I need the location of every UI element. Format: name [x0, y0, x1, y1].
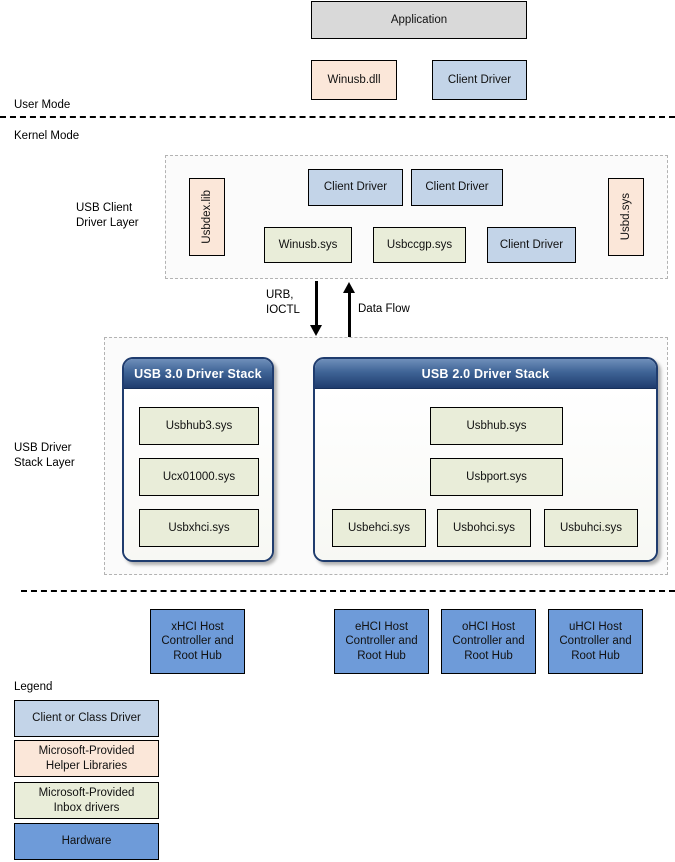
usbport-sys-box: Usbport.sys	[430, 458, 563, 496]
usbccgp-sys-label: Usbccgp.sys	[386, 238, 453, 251]
usbhub-sys-label: Usbhub.sys	[466, 419, 527, 432]
usbhub-sys-box: Usbhub.sys	[430, 407, 563, 445]
usb2-driver-stack-body: Usbhub.sys Usbport.sys Usbehci.sys Usboh…	[315, 389, 656, 560]
usbhub3-sys-box: Usbhub3.sys	[139, 407, 259, 445]
winusb-dll-label: Winusb.dll	[327, 73, 381, 86]
legend-item-inbox-drivers: Microsoft-Provided Inbox drivers	[14, 782, 159, 819]
urb-ioctl-label: URB, IOCTL	[266, 289, 300, 316]
usbd-sys-box: Usbd.sys	[608, 178, 644, 256]
legend-label-inbox-drivers: Microsoft-Provided Inbox drivers	[38, 787, 135, 814]
legend-label-helper-libraries: Microsoft-Provided Helper Libraries	[38, 745, 135, 772]
client-driver-label-2: Client Driver	[425, 181, 489, 194]
user-mode-label: User Mode	[14, 99, 71, 111]
application-label: Application	[390, 13, 448, 26]
urb-ioctl-arrow-line	[315, 281, 318, 327]
uhci-host-controller-box: uHCI Host Controller and Root Hub	[548, 609, 643, 674]
ucx01000-sys-box: Ucx01000.sys	[139, 458, 259, 496]
uhci-host-controller-label: uHCI Host Controller and Root Hub	[559, 621, 632, 662]
usbehci-sys-label: Usbehci.sys	[348, 521, 410, 534]
xhci-host-controller-box: xHCI Host Controller and Root Hub	[150, 609, 245, 674]
xhci-host-controller-label: xHCI Host Controller and Root Hub	[161, 621, 234, 662]
usb3-driver-stack-title: USB 3.0 Driver Stack	[124, 359, 272, 389]
legend-item-hardware: Hardware	[14, 823, 159, 860]
client-driver-box-2: Client Driver	[411, 169, 503, 206]
usb-client-driver-layer-label: USB Client Driver Layer	[76, 202, 139, 229]
usb2-driver-stack-panel: USB 2.0 Driver Stack Usbhub.sys Usbport.…	[313, 357, 658, 562]
usbohci-sys-box: Usbohci.sys	[437, 509, 531, 547]
usbd-sys-label: Usbd.sys	[619, 193, 632, 241]
client-driver-label-3: Client Driver	[499, 238, 564, 251]
usbohci-sys-label: Usbohci.sys	[453, 521, 515, 534]
kernel-mode-label: Kernel Mode	[14, 130, 80, 142]
legend-item-client-driver: Client or Class Driver	[14, 700, 159, 737]
client-driver-label-1: Client Driver	[323, 181, 388, 194]
usb2-driver-stack-title: USB 2.0 Driver Stack	[315, 359, 656, 389]
client-driver-box-3: Client Driver	[487, 227, 576, 263]
usbuhci-sys-label: Usbuhci.sys	[560, 521, 622, 534]
usbxhci-sys-label: Usbxhci.sys	[168, 521, 230, 534]
usbuhci-sys-box: Usbuhci.sys	[544, 509, 638, 547]
legend-title: Legend	[14, 681, 53, 693]
ehci-host-controller-label: eHCI Host Controller and Root Hub	[345, 621, 418, 662]
software-hardware-divider	[21, 590, 675, 592]
usb-driver-stack-layer-label: USB Driver Stack Layer	[14, 442, 75, 469]
legend-item-helper-libraries: Microsoft-Provided Helper Libraries	[14, 740, 159, 777]
winusb-sys-box: Winusb.sys	[264, 227, 352, 263]
legend-label-client-driver: Client or Class Driver	[32, 712, 141, 725]
ucx01000-sys-label: Ucx01000.sys	[162, 470, 236, 483]
application-box: Application	[311, 1, 527, 39]
data-flow-arrow-line	[348, 292, 351, 337]
legend-label-hardware: Hardware	[61, 835, 112, 848]
usbccgp-sys-box: Usbccgp.sys	[373, 227, 466, 263]
usbhub3-sys-label: Usbhub3.sys	[165, 419, 233, 432]
user-mode-client-driver-box: Client Driver	[432, 60, 527, 100]
winusb-dll-box: Winusb.dll	[311, 60, 397, 100]
user-mode-client-driver-label: Client Driver	[447, 73, 512, 86]
user-kernel-mode-divider	[0, 116, 675, 118]
usb3-driver-stack-body: Usbhub3.sys Ucx01000.sys Usbxhci.sys	[124, 389, 272, 560]
ohci-host-controller-box: oHCI Host Controller and Root Hub	[441, 609, 536, 674]
usbport-sys-label: Usbport.sys	[466, 470, 527, 483]
ehci-host-controller-box: eHCI Host Controller and Root Hub	[334, 609, 429, 674]
urb-ioctl-arrow-head	[310, 325, 322, 336]
data-flow-arrow-head	[343, 282, 355, 293]
usbxhci-sys-box: Usbxhci.sys	[139, 509, 259, 547]
winusb-sys-label: Winusb.sys	[278, 238, 338, 251]
usbehci-sys-box: Usbehci.sys	[332, 509, 426, 547]
usb3-driver-stack-panel: USB 3.0 Driver Stack Usbhub3.sys Ucx0100…	[122, 357, 274, 562]
usbdex-lib-box: Usbdex.lib	[189, 178, 225, 256]
ohci-host-controller-label: oHCI Host Controller and Root Hub	[452, 621, 525, 662]
client-driver-box-1: Client Driver	[308, 169, 403, 206]
data-flow-label: Data Flow	[358, 303, 410, 315]
usbdex-lib-label: Usbdex.lib	[200, 190, 213, 244]
